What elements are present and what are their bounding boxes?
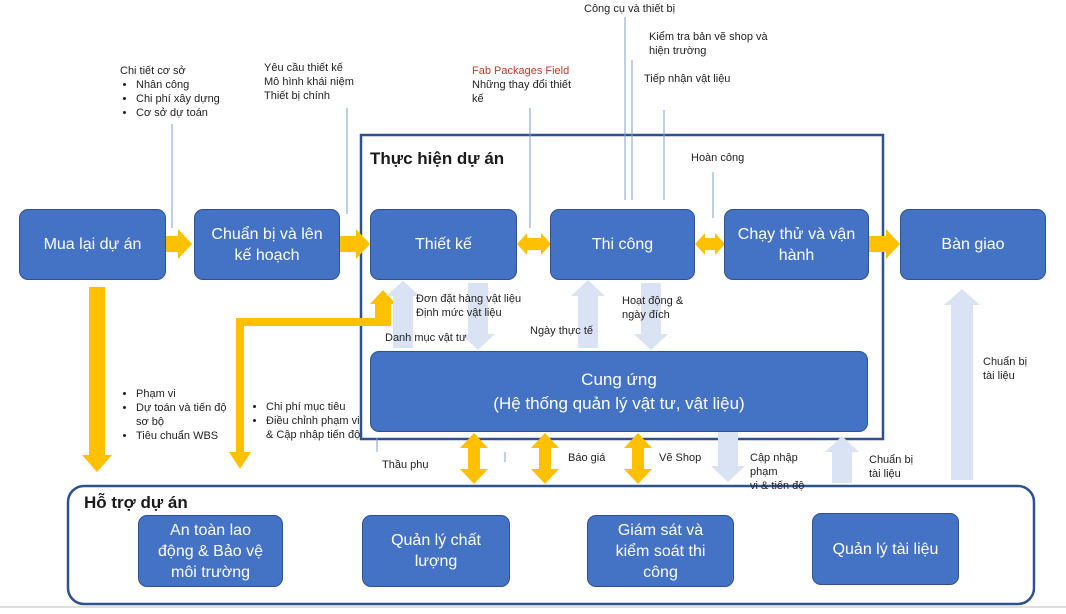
fab-title: Fab Packages Field	[472, 65, 570, 77]
activities-line: ngày đích	[622, 309, 670, 321]
execution-title: Thực hiện dự án	[370, 149, 505, 168]
supervision-box: Giám sát và kiểm soát thi công	[587, 515, 734, 587]
shop-check-line: hiện trường	[649, 45, 707, 57]
basis-title: Chi tiết cơ sở	[120, 65, 186, 77]
arrow-const-comm	[695, 233, 725, 255]
documents-box: Quản lý tài liệu	[812, 513, 959, 585]
arrow-comm-hand	[866, 229, 900, 259]
support-frame	[66, 484, 1036, 606]
support-title: Hỗ trợ dự án	[84, 493, 188, 512]
material-list-note: Danh mục vật tư	[385, 332, 467, 344]
arrow-material-list-up	[386, 281, 420, 348]
basis-item: Nhân công	[136, 78, 220, 92]
arrow-acq-plan	[166, 229, 192, 259]
supply-subtitle: (Hệ thống quản lý vật tư, vật liệu)	[493, 393, 745, 413]
target-item: Điều chỉnh phạm vi & Cập nhập tiến độ	[266, 414, 362, 442]
fab-line: kế	[472, 93, 484, 105]
planning-box: Chuẩn bị và lên kế hoạch	[194, 209, 340, 280]
shop-check-line: Kiểm tra bản vẽ shop và	[649, 31, 768, 43]
quote-note: Báo giá	[568, 452, 606, 464]
design-requirements-note: Yêu cầu thiết kế Mô hình khái niệm Thiết…	[264, 61, 354, 103]
quality-box: Quản lý chất lượng	[362, 515, 510, 587]
arrow-acq-down	[82, 287, 112, 472]
supply-box: Cung ứng (Hệ thống quản lý vật tư, vật l…	[370, 351, 868, 432]
fab-line: Những thay đổi thiết	[472, 79, 572, 91]
basis-note: Chi tiết cơ sở Nhân công Chi phí xây dựn…	[120, 64, 220, 120]
update-line: Cập nhập	[750, 452, 798, 464]
arrow-quote	[531, 433, 559, 484]
update-line: phạm	[750, 466, 778, 478]
flow-arrows	[82, 229, 900, 484]
scope-item: Dự toán và tiến độ sơ bộ	[136, 401, 236, 429]
material-receipt-note: Tiếp nhận vật liệu	[644, 73, 731, 85]
as-built-note: Hoàn công	[691, 152, 745, 164]
acquisition-box: Mua lại dự án	[19, 209, 166, 280]
arrow-design-const	[517, 233, 551, 255]
arrow-plan-design	[340, 229, 370, 259]
basis-item: Chi phí xây dựng	[136, 92, 220, 106]
arrow-update-down	[711, 432, 745, 482]
shop-drawing-note: Vẽ Shop	[659, 452, 702, 464]
subcontractor-note: Thầu phụ	[382, 459, 429, 471]
supply-title: Cung ứng	[581, 369, 657, 389]
arrow-material-order-down	[461, 283, 495, 350]
arrow-prepare-docs-up	[825, 436, 859, 483]
material-order-line: Định mức vật liệu	[416, 307, 502, 319]
prepare-docs-line: tài liệu	[983, 370, 1015, 382]
arrow-subcontractor	[460, 433, 488, 484]
design-req-line: Thiết bị chính	[264, 90, 331, 102]
basis-item: Cơ sở dự toán	[136, 106, 220, 120]
handover-box: Bàn giao	[900, 209, 1046, 280]
design-box: Thiết kế	[370, 209, 517, 280]
activities-line: Hoạt động &	[622, 295, 684, 307]
scope-item: Phạm vi	[136, 387, 236, 401]
fab-packages-note: Fab Packages Field Những thay đổi thiết …	[472, 64, 571, 106]
prepare-docs-note-2: Chuẩn bị tài liệu	[983, 355, 1027, 383]
prepare-docs-note-1: Chuẩn bị tài liệu	[869, 453, 913, 481]
prepare-docs-line: Chuẩn bị	[983, 356, 1028, 368]
arrow-shopdrawing	[624, 433, 652, 484]
safety-box: An toàn lao động & Bảo vệ môi trường	[138, 515, 283, 587]
shop-check-note: Kiểm tra bản vẽ shop và hiện trường	[649, 30, 768, 58]
arrow-actual-date-up	[571, 280, 605, 348]
execution-frame	[359, 133, 885, 441]
target-cost-note: Chi phí mục tiêu Điều chỉnh phạm vi & Cậ…	[250, 400, 362, 442]
scope-note: Phạm vi Dự toán và tiến độ sơ bộ Tiêu ch…	[120, 387, 236, 443]
construction-box: Thi công	[550, 209, 695, 280]
arrow-handover-up	[944, 289, 980, 480]
activities-note: Hoạt động & ngày đích	[622, 294, 683, 322]
arrow-planning-loop	[229, 290, 396, 469]
prepare-docs-line: Chuẩn bị	[869, 454, 914, 466]
target-item: Chi phí mục tiêu	[266, 400, 362, 414]
update-line: vi & tiến độ	[750, 480, 805, 492]
design-req-line: Mô hình khái niệm	[264, 76, 354, 88]
commissioning-box: Chạy thử và vận hành	[724, 209, 869, 280]
light-arrows	[386, 280, 980, 483]
update-scope-note: Cập nhập phạm vi & tiến độ	[750, 451, 804, 493]
scope-item: Tiêu chuẩn WBS	[136, 429, 236, 443]
arrow-activities-down	[634, 283, 668, 350]
material-order-note: Đơn đặt hàng vật liệu Định mức vật liệu	[416, 292, 521, 320]
actual-date-note: Ngày thực tế	[530, 325, 594, 337]
design-req-line: Yêu cầu thiết kế	[264, 62, 343, 74]
prepare-docs-line: tài liệu	[869, 468, 901, 480]
material-order-line: Đơn đặt hàng vật liệu	[416, 293, 522, 305]
tools-note: Công cụ và thiết bị	[584, 3, 676, 15]
